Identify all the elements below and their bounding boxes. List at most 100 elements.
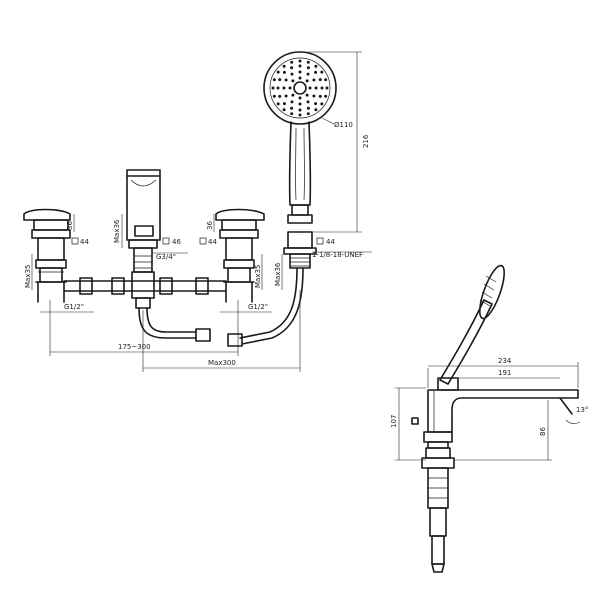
dim-g34-spout-label: G3/4" — [156, 253, 176, 261]
spray-hole — [314, 70, 318, 74]
dim-36-right: 36 — [206, 214, 215, 232]
dim-216: 216 — [308, 51, 370, 233]
connecting-pipes — [63, 271, 227, 342]
spray-hole — [290, 106, 294, 110]
dim-36-left: 36 — [66, 214, 75, 232]
dim-angle-label: 13° — [576, 406, 588, 414]
spray-hole — [272, 94, 276, 98]
spray-hole — [306, 72, 310, 76]
right-handle-valve — [215, 208, 265, 303]
spray-hole — [282, 102, 286, 106]
dim-max36-spout-label: Max36 — [113, 219, 121, 243]
spray-hole — [282, 70, 286, 74]
spray-hole — [298, 76, 302, 80]
spray-hole — [314, 108, 318, 112]
left-handle-valve — [23, 208, 71, 303]
shower-hose — [239, 267, 298, 339]
spray-hole — [298, 102, 302, 106]
spray-hole — [320, 102, 324, 106]
spray-hole — [272, 78, 276, 82]
square-symbol — [316, 237, 324, 245]
spray-hole — [298, 64, 302, 68]
dim-g12-left-label: G1/2" — [64, 303, 84, 311]
spray-hole — [305, 93, 309, 97]
dim-175-300-label: 175~300 — [118, 343, 151, 351]
spray-hole — [305, 79, 309, 83]
dim-191-label: 191 — [498, 369, 511, 377]
spray-hole — [284, 78, 288, 82]
shower-base-valve — [283, 231, 317, 269]
spray-hole — [291, 93, 295, 97]
spray-hole — [320, 86, 324, 90]
dim-175-300: 175~300 — [49, 300, 239, 356]
dim-107-label: 107 — [390, 415, 398, 428]
spray-hole — [291, 79, 295, 83]
spray-hole — [308, 86, 312, 90]
dim-216-label: 216 — [362, 134, 370, 148]
dim-36-right-label: 36 — [206, 221, 214, 230]
dim-g12-right-label: G1/2" — [248, 303, 268, 311]
dim-191: 191 — [452, 369, 560, 379]
spray-hole — [318, 94, 322, 98]
dim-max35-left-label: Max35 — [24, 265, 32, 288]
dim-diameter: Ø110 — [321, 117, 353, 129]
spray-hole — [306, 60, 310, 64]
dim-sq44-left-label: 44 — [80, 238, 89, 246]
spray-hole — [298, 59, 302, 63]
spray-hole — [271, 86, 275, 90]
spray-hole — [298, 70, 302, 74]
spray-hole — [298, 96, 302, 100]
spray-hole — [306, 100, 310, 104]
spray-hole — [324, 78, 328, 82]
dim-max36-shower-label: Max36 — [274, 262, 282, 286]
dim-86-label: 86 — [539, 427, 547, 436]
square-symbol — [199, 237, 207, 245]
spray-hole — [282, 108, 286, 112]
spray-hole — [325, 86, 329, 90]
dim-86: 86 — [454, 400, 552, 461]
dim-107: 107 — [390, 387, 426, 461]
dim-234-label: 234 — [498, 357, 512, 365]
spray-hole — [312, 78, 316, 82]
spray-hole — [298, 113, 302, 117]
dim-max300: Max300 — [142, 290, 301, 372]
spray-hole — [282, 86, 286, 90]
square-symbol — [162, 237, 170, 245]
spray-hole — [276, 86, 280, 90]
spray-hole — [290, 72, 294, 76]
spray-hole — [306, 106, 310, 110]
spray-hole — [298, 108, 302, 112]
spray-hole — [276, 70, 280, 74]
hand-shower — [263, 51, 337, 224]
spray-hole — [314, 102, 318, 106]
spray-hole — [318, 78, 322, 82]
side-view — [411, 264, 579, 573]
spray-hole — [306, 112, 310, 116]
spray-hole — [320, 70, 324, 74]
dim-sq46-spout-label: 46 — [172, 238, 181, 246]
spray-hole — [314, 64, 318, 68]
dim-sq44-right-label: 44 — [208, 238, 217, 246]
dim-max36-spout: Max36 — [113, 214, 123, 248]
dim-dia110-label: Ø110 — [334, 121, 353, 129]
dim-angle: 13° — [565, 406, 588, 424]
spray-hole — [324, 94, 328, 98]
spray-hole — [282, 64, 286, 68]
dim-sq44-shower-label: 44 — [326, 238, 335, 246]
dim-max35-right-label: Max35 — [254, 265, 262, 288]
spray-hole — [290, 66, 294, 70]
spray-hole — [312, 94, 316, 98]
spray-hole — [290, 100, 294, 104]
dim-max35-right: Max35 — [254, 254, 263, 290]
spray-hole — [278, 94, 282, 98]
spout — [126, 169, 161, 273]
dim-max35-left: Max35 — [24, 254, 33, 290]
dim-36-left-label: 36 — [66, 221, 74, 230]
square-symbol — [71, 237, 79, 245]
spray-hole — [314, 86, 318, 90]
spray-hole — [284, 94, 288, 98]
spray-hole — [290, 112, 294, 116]
dim-max36-shower: Max36 — [274, 254, 283, 290]
spray-hole — [288, 86, 292, 90]
